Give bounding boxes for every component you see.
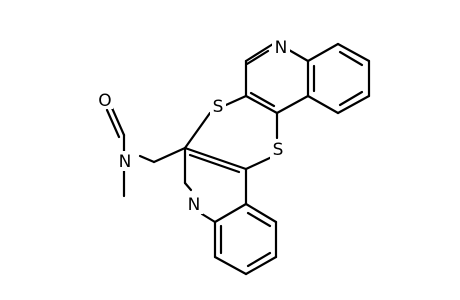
bond — [306, 42, 340, 63]
lower-ring-nitrogen-label: N — [188, 195, 201, 215]
atom-labels: O N N N S S — [97, 37, 290, 215]
bond — [110, 106, 126, 137]
atom-label-background — [272, 37, 290, 57]
bond — [246, 211, 272, 228]
bond — [336, 94, 371, 115]
upper-ring-nitrogen-label: N — [275, 38, 288, 58]
lower-sulfur-label: S — [273, 140, 284, 160]
bond — [183, 181, 193, 192]
bond — [188, 153, 241, 174]
bond — [244, 154, 276, 171]
bond — [336, 42, 371, 63]
bond — [244, 42, 275, 63]
bond — [338, 50, 364, 67]
bond — [244, 94, 279, 115]
bond — [245, 49, 270, 66]
bond — [152, 146, 187, 164]
bond — [183, 146, 248, 171]
bond — [244, 202, 278, 224]
amide-nitrogen-label: N — [119, 152, 132, 172]
bond — [249, 91, 276, 108]
bond — [224, 94, 248, 107]
atom-label-background — [210, 96, 226, 116]
bond — [138, 154, 156, 164]
bond — [287, 48, 310, 63]
bond — [105, 108, 121, 139]
bond — [244, 255, 278, 276]
bond-lines — [105, 42, 371, 276]
bond — [200, 212, 217, 224]
upper-sulfur-label: S — [213, 97, 224, 117]
bond — [338, 90, 364, 107]
atom-label-background — [97, 91, 113, 109]
aldehyde-oxygen-label: O — [98, 91, 111, 111]
atom-label-background — [117, 151, 133, 171]
bond — [213, 255, 248, 276]
bond — [306, 94, 340, 115]
bond — [246, 251, 272, 268]
atom-label-background — [185, 194, 203, 214]
atom-label-background — [270, 139, 286, 159]
bond — [275, 94, 310, 115]
bond — [183, 111, 212, 150]
bond — [213, 202, 248, 224]
